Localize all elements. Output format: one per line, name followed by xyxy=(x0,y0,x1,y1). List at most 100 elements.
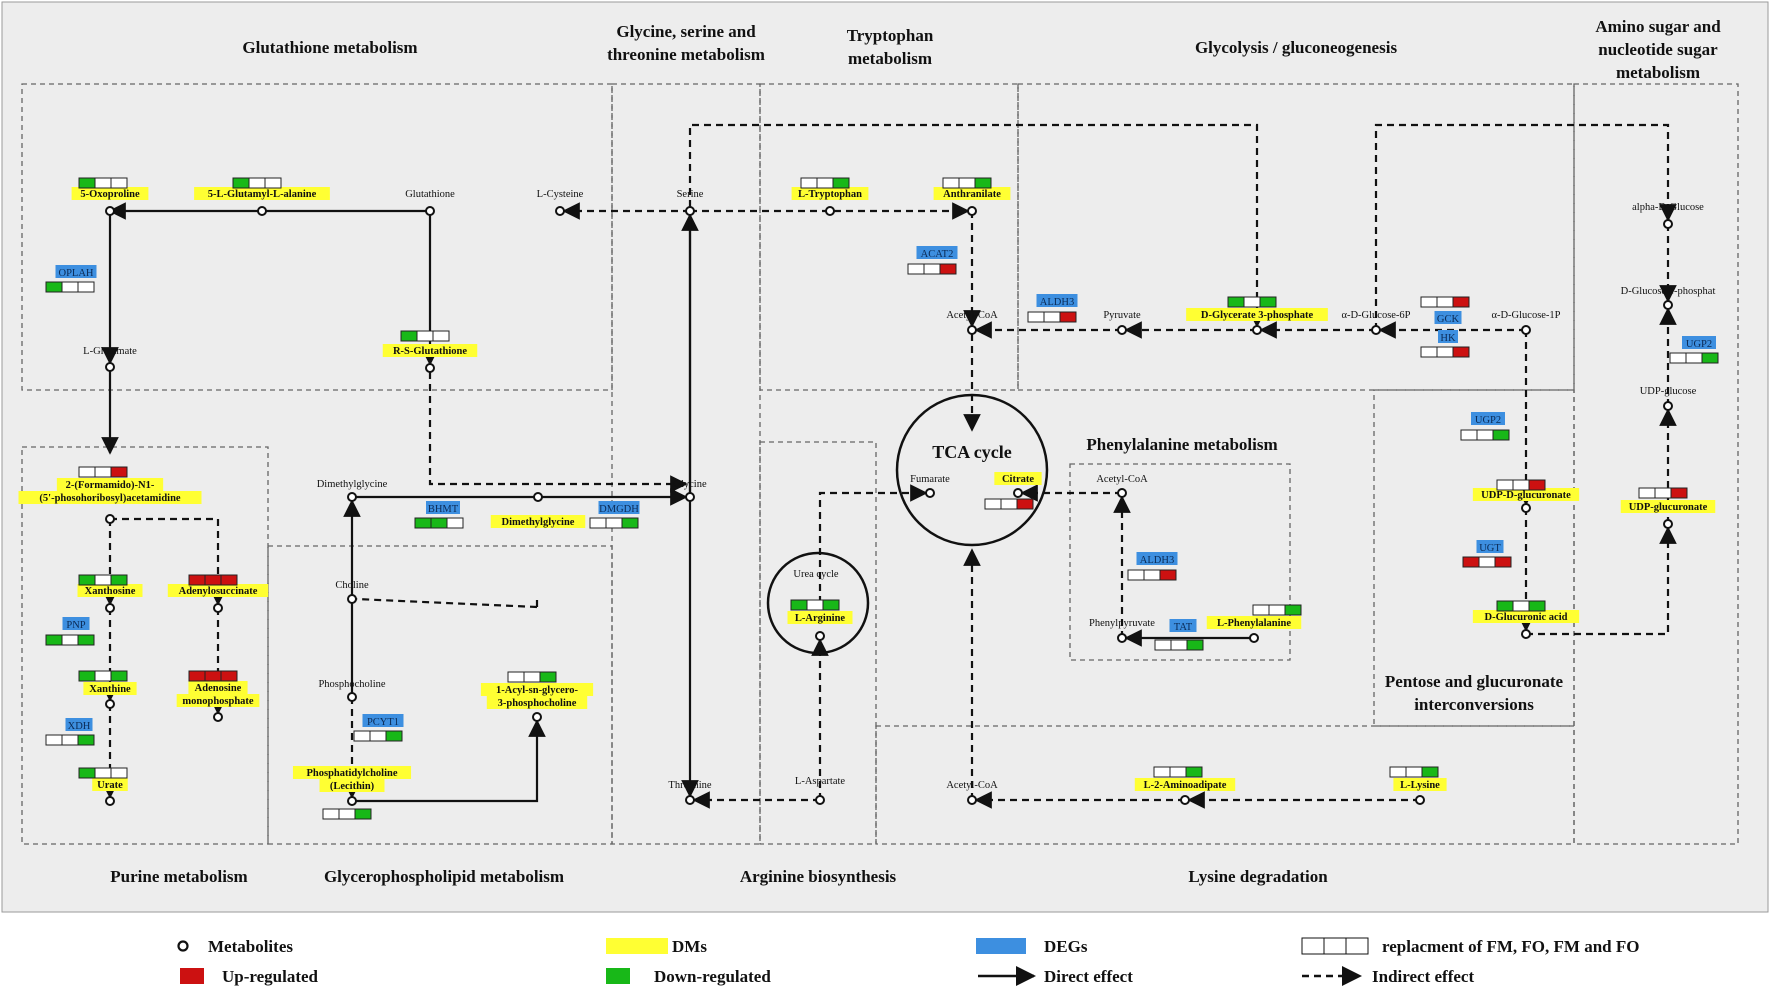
dm-highlight xyxy=(92,778,128,791)
expression-cell-down xyxy=(430,517,448,529)
deg-highlight xyxy=(65,718,93,731)
expression-box-pnp xyxy=(45,634,95,646)
metabolite-label: Acetyl-CoA xyxy=(1096,474,1148,485)
expression-cell-none xyxy=(1169,766,1187,778)
metabolite-marker xyxy=(213,712,223,722)
metabolite-marker xyxy=(825,206,835,216)
gene-ugp2-right: UGP2 xyxy=(1682,336,1716,350)
expression-cell-none xyxy=(1478,556,1496,568)
metabolite-label: UDP-D-glucuronate xyxy=(1481,490,1571,501)
glycine-region-box xyxy=(611,83,761,845)
dm-highlight xyxy=(486,696,588,709)
metabolite-marker xyxy=(347,492,357,502)
expression-box-acyl-glycero xyxy=(507,671,557,683)
metabolite-marker xyxy=(347,594,357,604)
dm-highlight xyxy=(1472,610,1580,623)
metabolite-acetyl-coa-phe: Acetyl-CoA xyxy=(1096,474,1148,498)
expression-box-udp-d-glucuronate xyxy=(1496,479,1546,491)
legend-up-label: Up-regulated xyxy=(222,967,319,986)
metabolite-marker xyxy=(1117,488,1127,498)
dm-highlight xyxy=(994,472,1042,485)
expression-box-bhmt xyxy=(414,517,464,529)
expression-box-hk xyxy=(1420,346,1470,358)
gene-label: PCYT1 xyxy=(367,717,399,728)
metabolite-acyl-glycero: 1-Acyl-sn-glycero-3-phosphocholine xyxy=(480,683,594,722)
metabolite-marker xyxy=(815,795,825,805)
expression-box-aldh3-phe xyxy=(1127,569,1177,581)
dm-highlight xyxy=(480,683,594,696)
expression-cell-none xyxy=(416,330,434,342)
expression-cell-none xyxy=(958,177,976,189)
expression-cell-down xyxy=(78,177,96,189)
expression-cell-none xyxy=(1127,569,1145,581)
metabolite-label: R-S-Glutathione xyxy=(393,346,467,357)
metabolite-marker xyxy=(555,206,565,216)
expression-cell-none xyxy=(338,808,356,820)
metabolite-xanthosine: Xanthosine xyxy=(77,584,143,613)
expression-cell-down xyxy=(385,730,403,742)
pathway-edge xyxy=(1374,123,1677,330)
metabolite-label: Dimethylglycine xyxy=(317,479,388,490)
metabolite-marker xyxy=(1663,219,1673,229)
gene-label: XDH xyxy=(68,721,91,732)
deg-highlight xyxy=(1471,412,1505,425)
metabolite-marker xyxy=(1371,325,1381,335)
pathway-edge xyxy=(818,484,928,603)
glycerophospholipid-region-box xyxy=(267,545,613,845)
metabolite-marker xyxy=(1117,633,1127,643)
gene-label: UGP2 xyxy=(1686,339,1712,350)
expression-cell-up xyxy=(1159,569,1177,581)
metabolite-xanthine: Xanthine xyxy=(83,682,137,709)
expression-cell-none xyxy=(523,671,541,683)
expression-cell-up xyxy=(188,670,206,682)
metabolite-label: Threonine xyxy=(668,780,711,791)
expression-cell-none xyxy=(1043,311,1061,323)
metabolite-marker xyxy=(685,492,695,502)
expression-box-tat xyxy=(1154,639,1204,651)
metabolite-label: α-D-Glucose-6P xyxy=(1341,310,1410,321)
metabolite-label: L-Lysine xyxy=(1400,780,1440,791)
expression-cell-down xyxy=(1421,766,1439,778)
metabolite-udp-glucose: UDP-glucose xyxy=(1640,386,1697,411)
expression-cell-none xyxy=(1027,311,1045,323)
metabolite-label: Glycine xyxy=(673,479,707,490)
metabolite-marker xyxy=(1117,325,1127,335)
gene-label: HK xyxy=(1440,333,1456,344)
metabolite-marker xyxy=(425,363,435,373)
pathway-edge xyxy=(428,372,688,493)
legend-replacement-box xyxy=(1301,937,1369,955)
metabolite-label: L-Arginine xyxy=(795,613,846,624)
metabolite-label: Citrate xyxy=(1002,474,1034,485)
dm-highlight xyxy=(490,515,586,528)
dm-highlight xyxy=(382,344,478,357)
expression-box-rs-glutathione xyxy=(400,330,450,342)
expression-cell-down xyxy=(822,599,840,611)
metabolite-marker xyxy=(1663,519,1673,529)
deg-highlight xyxy=(916,246,958,259)
metabolite-l-2-aminoadipate: L-2-Aminoadipate xyxy=(1134,778,1236,805)
expression-cell-none xyxy=(1669,352,1687,364)
phenylalanine-region-box xyxy=(1069,463,1291,661)
expression-box-pcyt1 xyxy=(353,730,403,742)
expression-cell-down xyxy=(400,330,418,342)
gene-pnp: PNP xyxy=(62,617,90,631)
region-boxes xyxy=(21,83,1739,845)
tryptophan-title-line2: metabolism xyxy=(848,49,932,68)
metabolite-l-lysine: L-Lysine xyxy=(1393,778,1447,805)
expression-cell-none xyxy=(1243,296,1261,308)
expression-cell-up xyxy=(204,574,222,586)
legend-metabolite-marker xyxy=(177,940,189,952)
expression-box-udp-glucuronate xyxy=(1638,487,1688,499)
metabolite-marker xyxy=(925,488,935,498)
legend-direct-label: Direct effect xyxy=(1044,967,1133,986)
metabolite-l-arginine: L-Arginine xyxy=(787,611,853,641)
metabolite-marker xyxy=(1663,401,1673,411)
metabolite-label: D-Glucuronic acid xyxy=(1485,612,1568,623)
expression-box-ugt xyxy=(1462,556,1512,568)
expression-box-acat2 xyxy=(907,263,957,275)
expression-cell-none xyxy=(1420,296,1438,308)
metabolite-label: 5-L-Glutamyl-L-alanine xyxy=(208,189,317,200)
